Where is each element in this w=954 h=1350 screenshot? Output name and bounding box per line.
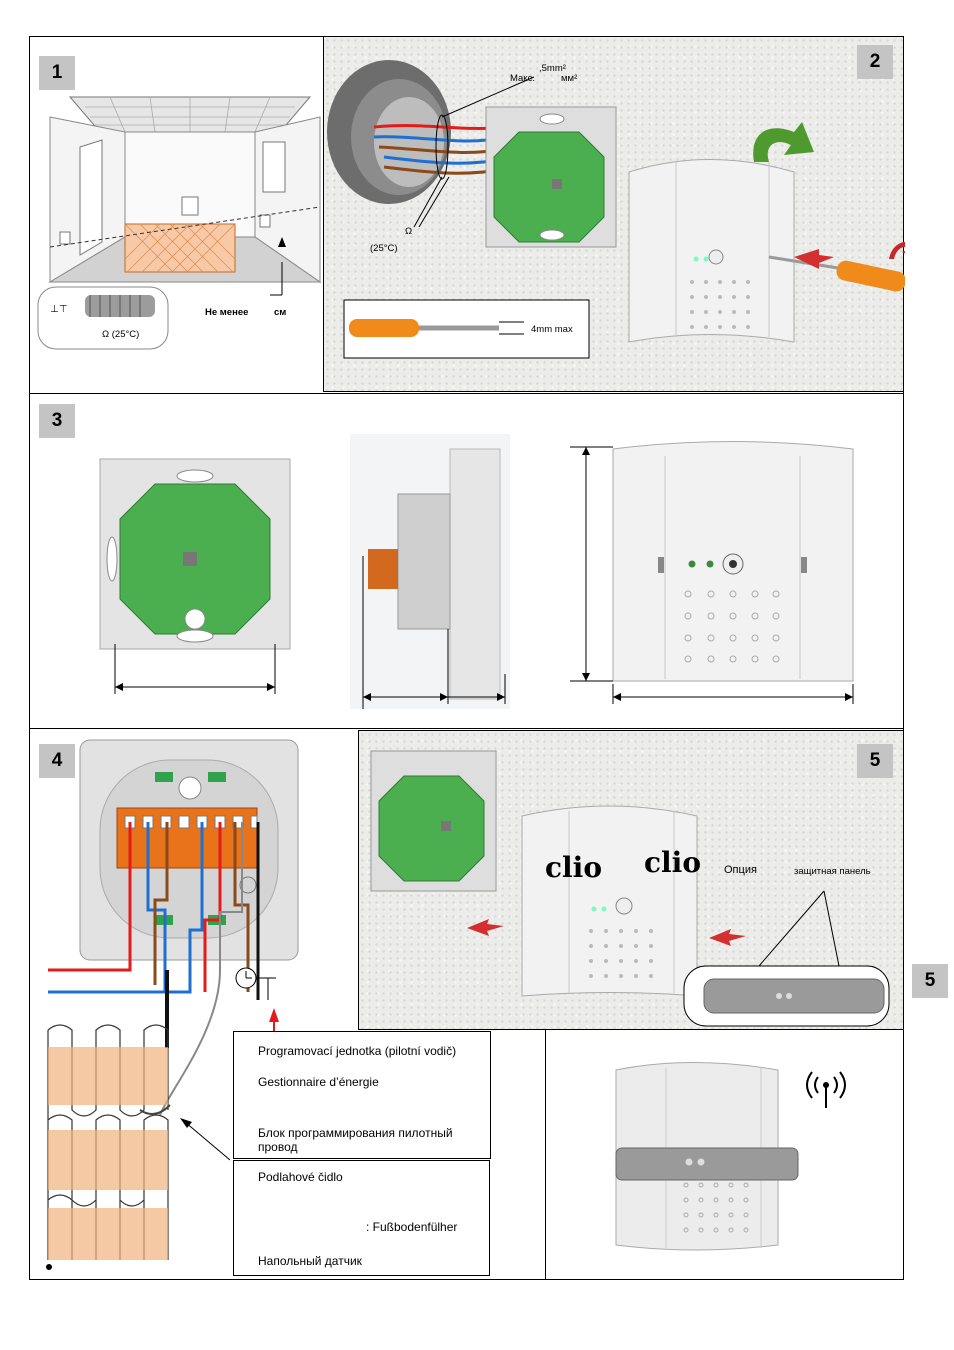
step-number-1: 1 bbox=[39, 56, 75, 90]
panel-2: 2 ,5mm² Макс. мм² Ω (25°C) 4mm max bbox=[323, 36, 905, 392]
pilot-label-cz: Programovací jednotka (pilotní vodič) bbox=[258, 1044, 457, 1058]
connection-diagram bbox=[46, 739, 299, 1270]
brand-logo-left: clio bbox=[545, 851, 602, 884]
step-number-2: 2 bbox=[857, 45, 893, 79]
floor-sensor-legend: Podlahové čidlo : Fußbodenfülher Напольн… bbox=[233, 1160, 490, 1276]
protective-panel-label: защитная панель bbox=[794, 866, 871, 877]
max-label: Макс. bbox=[510, 73, 535, 84]
sensor-label-de: : Fußbodenfülher bbox=[366, 1220, 458, 1234]
ohm-label-2: Ω bbox=[405, 226, 413, 237]
panel-4: 4 bbox=[30, 730, 358, 1280]
ohm-label: Ω (25°C) bbox=[102, 329, 140, 340]
brand-logo-right: clio bbox=[644, 846, 701, 879]
pilot-label-fr: Gestionnaire d’énergie bbox=[258, 1075, 379, 1089]
min-distance-label: Не менее bbox=[205, 307, 249, 318]
wireless-antenna-icon bbox=[806, 1071, 846, 1108]
svg-text:⊥⊤: ⊥⊤ bbox=[50, 304, 67, 315]
room-illustration: ⊥⊤ bbox=[37, 96, 322, 350]
side-step-number-5: 5 bbox=[912, 964, 948, 998]
dimension-drawings bbox=[99, 434, 854, 709]
wire-size-label: ,5mm² bbox=[539, 63, 566, 74]
assembly-illustration bbox=[370, 750, 890, 1027]
step-number-4: 4 bbox=[39, 744, 75, 778]
unit-cm-label: см bbox=[274, 307, 287, 318]
step-number-3: 3 bbox=[39, 404, 75, 438]
wireless-thermostat-illustration bbox=[615, 1062, 846, 1251]
sensor-label-cz: Podlahové čidlo bbox=[258, 1170, 343, 1184]
panel-5: 5 clio clio Опция защитная панель bbox=[358, 730, 904, 1030]
pilot-label-ru: Блок программирования пилотный провод bbox=[258, 1126, 453, 1154]
sensor-label-ru: Напольный датчик bbox=[258, 1254, 362, 1268]
pilot-wire-legend: Programovací jednotka (pilotní vodič) Ge… bbox=[233, 1031, 491, 1159]
panel-1: ⊥⊤ 1 Ω (25°C) Не менее см bbox=[30, 37, 323, 391]
panel-3: 3 bbox=[30, 393, 903, 729]
screwdriver-size-label: 4mm max bbox=[531, 324, 573, 335]
mm2-label: мм² bbox=[561, 73, 578, 84]
option-label: Опция bbox=[724, 864, 757, 876]
panel-6 bbox=[545, 1030, 904, 1280]
wiring-illustration bbox=[327, 60, 905, 359]
temp-label: (25°C) bbox=[370, 243, 398, 254]
step-number-5: 5 bbox=[857, 744, 893, 778]
